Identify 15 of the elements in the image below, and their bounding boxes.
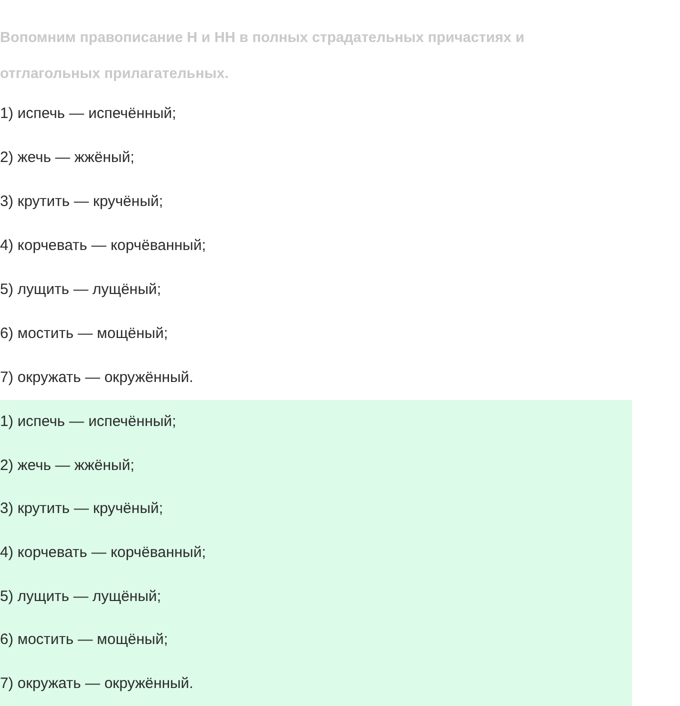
answer-line: 4) корчевать — корчёванный;: [0, 236, 206, 256]
answer-line: 1) испечь — испечённый;: [0, 104, 176, 124]
answer-line: 2) жечь — жжёный;: [0, 456, 134, 476]
answer-line: 3) крутить — кручёный;: [0, 499, 164, 520]
answer-line: 5) лущить — лущёный;: [0, 586, 162, 607]
answer-line: 7) окружать — окружённый.: [0, 674, 194, 694]
answer-line: 3) крутить — кручёный;: [0, 192, 164, 212]
answer-line: 4) корчевать — корчёванный;: [0, 543, 206, 564]
answer-line: 7) окружать — окружённый.: [0, 368, 194, 388]
answer-line: 2) жечь — жжёный;: [0, 148, 134, 168]
answer-line: 6) мостить — мощёный;: [0, 324, 168, 344]
answer-line: 5) лущить — лущёный;: [0, 280, 162, 300]
answer-line: 6) мостить — мощёный;: [0, 630, 168, 650]
answer-line: 1) испечь — испечённый;: [0, 412, 176, 432]
answer-panel: [0, 400, 632, 706]
